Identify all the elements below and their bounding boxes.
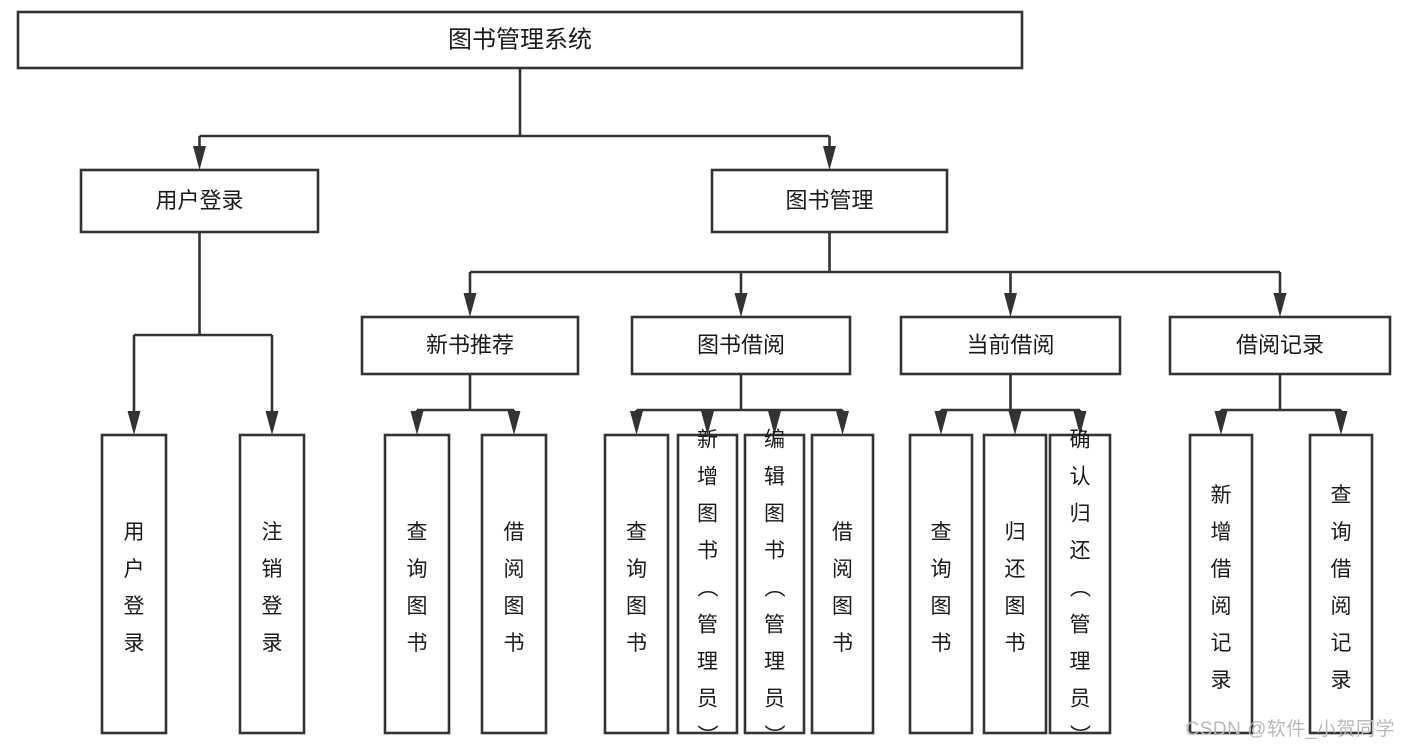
leaf-node-box[interactable] [480,433,548,735]
level3-node[interactable]: 当前借阅 [899,315,1122,376]
root-node-box[interactable] [16,10,1024,70]
leaf-node[interactable]: 查询借阅记录 [1308,433,1374,735]
level3-node-box[interactable] [360,315,580,376]
level2-node[interactable]: 图书管理 [710,168,949,234]
level2-node[interactable]: 用户登录 [79,168,320,234]
leaf-node-box[interactable] [603,433,670,735]
arrow-head-icon [410,411,424,435]
leaf-node-label: 查询图书 [407,521,428,655]
leaf-node-box[interactable] [743,433,806,735]
leaf-node-label: 确认归还（管理员） [1070,428,1092,747]
level2-node-label: 用户登录 [155,188,243,213]
leaf-node-box[interactable] [238,433,306,735]
level3-node[interactable]: 图书借阅 [630,315,852,376]
level3-node-label: 新书推荐 [426,332,514,357]
leaf-node-label: 用户登录 [124,521,145,655]
leaf-node[interactable]: 新增图书（管理员） [676,428,739,747]
leaf-node[interactable]: 编辑图书（管理员） [743,428,806,747]
leaf-node[interactable]: 新增借阅记录 [1188,433,1254,735]
leaf-node[interactable]: 查询图书 [603,433,670,735]
leaf-node-box[interactable] [1308,433,1374,735]
node-layer: 图书管理系统用户登录图书管理新书推荐图书借阅当前借阅借阅记录用户登录注销登录查询… [16,10,1392,747]
leaf-node-box[interactable] [1188,433,1254,735]
level3-node-box[interactable] [1168,315,1392,376]
arrow-head-icon [1273,293,1287,317]
leaf-node-box[interactable] [908,433,974,735]
leaf-node[interactable]: 借阅图书 [480,433,548,735]
leaf-node-label: 查询图书 [626,521,647,655]
arrow-head-icon [823,146,836,170]
arrow-head-icon [934,411,948,435]
leaf-node-label: 借阅图书 [504,521,525,655]
leaf-node[interactable]: 查询图书 [908,433,974,735]
level2-node-box[interactable] [79,168,320,234]
root-node-label: 图书管理系统 [448,26,592,53]
arrow-head-icon [463,293,477,317]
arrow-head-icon [265,411,279,435]
leaf-node-box[interactable] [676,433,739,735]
arrow-head-icon [768,411,781,435]
level3-node-label: 借阅记录 [1236,332,1324,357]
leaf-node[interactable]: 借阅图书 [810,433,875,735]
leaf-node-box[interactable] [982,433,1048,735]
arrow-head-icon [836,411,849,435]
arrow-head-icon [701,411,714,435]
leaf-node-box[interactable] [100,433,168,735]
arrow-head-icon [507,411,521,435]
level3-node-box[interactable] [899,315,1122,376]
root-node[interactable]: 图书管理系统 [16,10,1024,70]
leaf-node-label: 查询借阅记录 [1331,484,1352,692]
leaf-node-box[interactable] [810,433,875,735]
level3-node-label: 图书借阅 [697,332,785,357]
arrow-head-icon [1334,411,1348,435]
arrow-head-icon [1004,293,1017,317]
leaf-node[interactable]: 归还图书 [982,433,1048,735]
arrow-head-icon [734,293,748,317]
level3-node-label: 当前借阅 [966,332,1054,357]
leaf-node[interactable]: 查询图书 [383,433,451,735]
leaf-node-label: 新增图书（管理员） [697,428,719,747]
level3-node[interactable]: 借阅记录 [1168,315,1392,376]
leaf-node-label: 借阅图书 [832,521,853,655]
leaf-node[interactable]: 确认归还（管理员） [1048,428,1112,747]
arrow-head-icon [1008,411,1022,435]
arrow-head-icon [1073,411,1087,435]
arrow-head-icon [1214,411,1228,435]
arrow-head-icon [630,411,643,435]
leaf-node-label: 注销登录 [262,521,283,655]
level3-node[interactable]: 新书推荐 [360,315,580,376]
leaf-node-label: 归还图书 [1005,521,1026,655]
level2-node-label: 图书管理 [785,188,873,213]
leaf-node[interactable]: 注销登录 [238,433,306,735]
arrow-head-icon [127,411,141,435]
leaf-node-box[interactable] [383,433,451,735]
leaf-node-label: 查询图书 [931,521,952,655]
leaf-node-label: 编辑图书（管理员） [764,428,786,747]
leaf-node-label: 新增借阅记录 [1211,484,1232,692]
connector-layer [127,68,1348,435]
leaf-node-box[interactable] [1048,433,1112,735]
level2-node-box[interactable] [710,168,949,234]
arrow-head-icon [193,146,206,170]
leaf-node[interactable]: 用户登录 [100,433,168,735]
level3-node-box[interactable] [630,315,852,376]
csdn-watermark: CSDN @软件_小贺同学 [1185,719,1395,740]
